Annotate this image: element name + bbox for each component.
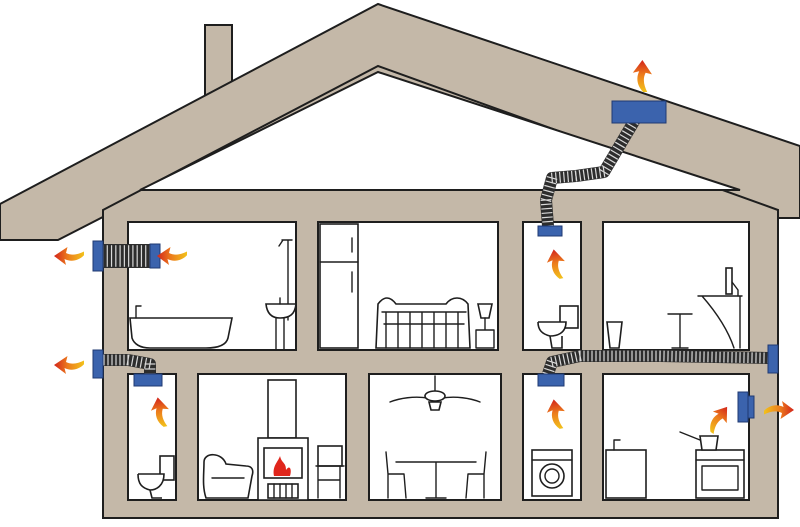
bathroom-sink: [265, 303, 297, 319]
vent-grille-icon: [92, 349, 104, 379]
vent-grille-icon: [767, 344, 779, 374]
toilet-lower: [137, 455, 175, 499]
computer-monitor: [725, 267, 733, 295]
attic-space: [139, 70, 741, 191]
tv-set: [317, 445, 343, 467]
flexible-duct-icon: [542, 350, 769, 377]
dining-chair-right: [465, 451, 487, 499]
vent-grille-icon: [537, 373, 565, 387]
dining-chair-left: [385, 451, 407, 499]
airflow-arrow-icon: [632, 60, 652, 92]
bed: [375, 297, 471, 349]
vent-grille-icon: [92, 240, 104, 272]
dining-furniture: [385, 375, 487, 499]
kitchen-furniture: [605, 431, 745, 499]
chimney-flue: [267, 379, 297, 439]
rooms: [127, 221, 750, 501]
vent-grille-icon: [133, 373, 163, 387]
vents: [92, 100, 779, 423]
desk: [697, 295, 743, 349]
armchair: [202, 453, 254, 499]
vent-grille-icon: [747, 395, 755, 419]
stove: [695, 449, 745, 499]
stool: [667, 313, 693, 349]
laundry-furniture: [531, 449, 573, 497]
bathtub: [129, 317, 233, 349]
dining-table: [395, 461, 477, 499]
vent-grille-icon: [737, 391, 749, 423]
flexible-duct-icon: [540, 114, 642, 228]
toilet-bowl-icon: [137, 473, 165, 499]
tv-stand: [315, 465, 345, 499]
cooking-pot: [699, 435, 719, 451]
ducts: [99, 114, 769, 377]
flexible-duct-icon: [102, 244, 151, 268]
living-room-furniture: [202, 379, 345, 501]
flexible-duct-icon: [99, 354, 156, 375]
airflow-arrow-icon: [54, 356, 84, 374]
kitchen-faucet: [613, 439, 621, 451]
trash-bin: [606, 321, 623, 349]
vent-grille-icon: [537, 225, 563, 237]
toilet-upper: [537, 305, 579, 349]
bathroom-furniture: [129, 239, 297, 351]
table-lamp: [477, 303, 493, 319]
study-furniture: [606, 267, 743, 349]
kitchen-counter: [605, 449, 647, 499]
roof-vent-icon: [611, 100, 667, 124]
fire-icon: [273, 456, 291, 476]
bedroom-furniture: [319, 223, 495, 349]
toilet-bowl-icon: [537, 321, 567, 349]
ceiling-fan: [389, 375, 481, 403]
airflow-arrow-icon: [54, 247, 84, 265]
room-toilet-upper: [522, 221, 582, 351]
